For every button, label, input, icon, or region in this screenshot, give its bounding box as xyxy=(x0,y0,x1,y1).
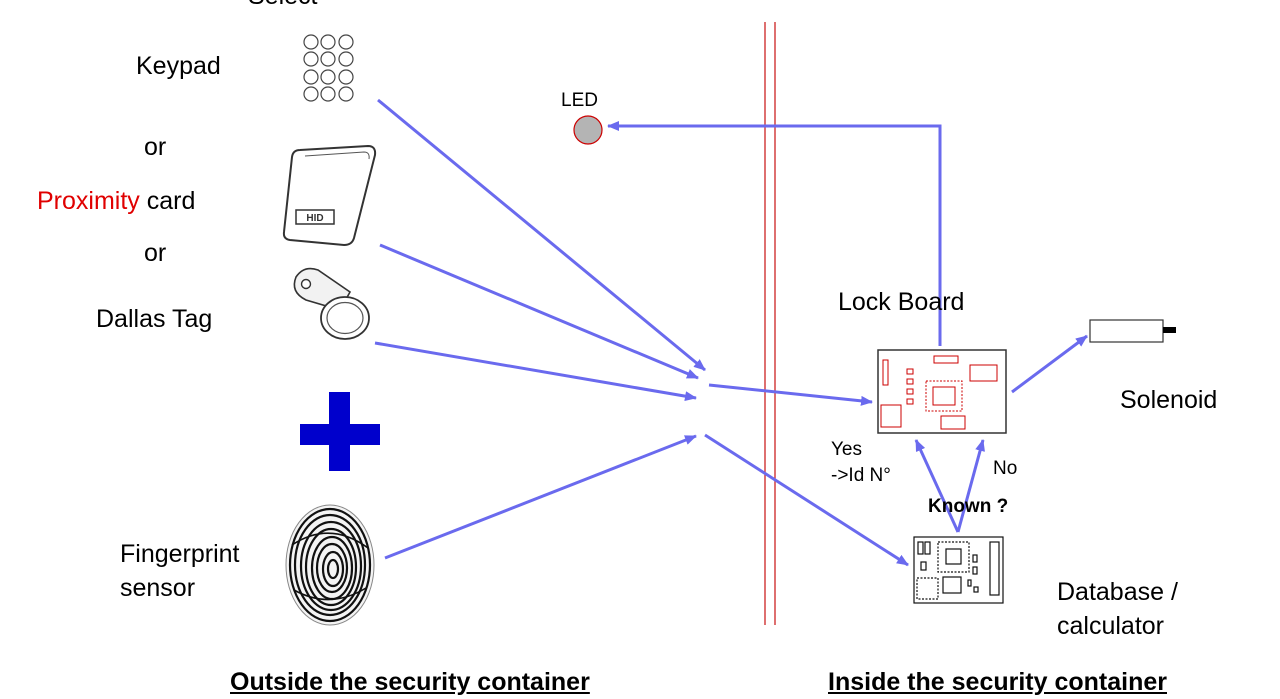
solenoid-label: Solenoid xyxy=(1120,386,1218,414)
database-board-icon xyxy=(913,536,1004,604)
or-label-1: or xyxy=(144,133,167,161)
solenoid-icon xyxy=(1089,319,1176,343)
proximity-card-label: Proximity card xyxy=(37,189,195,214)
plus-icon xyxy=(300,392,380,471)
database-label-line2: calculator xyxy=(1057,612,1164,640)
database-label-line1: Database / xyxy=(1057,578,1178,606)
led-label: LED xyxy=(561,90,598,111)
top-cut-label: Select xyxy=(248,0,317,9)
id-number-label: ->Id N° xyxy=(831,465,891,486)
proximity-word: Proximity xyxy=(37,187,140,215)
security-wall xyxy=(764,22,776,625)
fingerprint-label-line2: sensor xyxy=(120,574,196,602)
arrow-fingerprint xyxy=(384,434,697,560)
inside-caption: Inside the security container xyxy=(828,668,1167,696)
arrow-no xyxy=(956,439,985,533)
lock-board-icon xyxy=(877,349,1007,434)
arrow-yes xyxy=(914,439,960,533)
hid-text: HID xyxy=(306,213,323,224)
keypad-label: Keypad xyxy=(136,52,221,80)
fingerprint-label-line1: Fingerprint xyxy=(120,540,240,568)
proximity-card-icon: HID xyxy=(282,144,377,247)
or-label-2: or xyxy=(144,239,167,267)
known-label: Known ? xyxy=(928,496,1009,517)
card-word: card xyxy=(146,187,196,215)
arrow-to-lockboard xyxy=(708,383,873,406)
flow-arrows xyxy=(374,98,1088,567)
arrow-card xyxy=(379,243,699,380)
lock-board-label: Lock Board xyxy=(838,288,965,316)
yes-label: Yes xyxy=(831,439,862,460)
arrow-dallas xyxy=(374,341,697,402)
dallas-tag-label: Dallas Tag xyxy=(96,305,213,333)
dallas-tag-icon xyxy=(293,267,370,340)
led-icon xyxy=(573,115,603,145)
keypad-icon xyxy=(303,34,354,102)
fingerprint-icon xyxy=(285,504,375,626)
arrow-keypad xyxy=(377,98,706,372)
arrow-to-solenoid xyxy=(1011,334,1088,394)
arrow-to-led xyxy=(607,121,942,346)
outside-caption: Outside the security container xyxy=(230,668,590,696)
no-label: No xyxy=(993,458,1018,479)
arrow-to-database xyxy=(704,433,909,567)
